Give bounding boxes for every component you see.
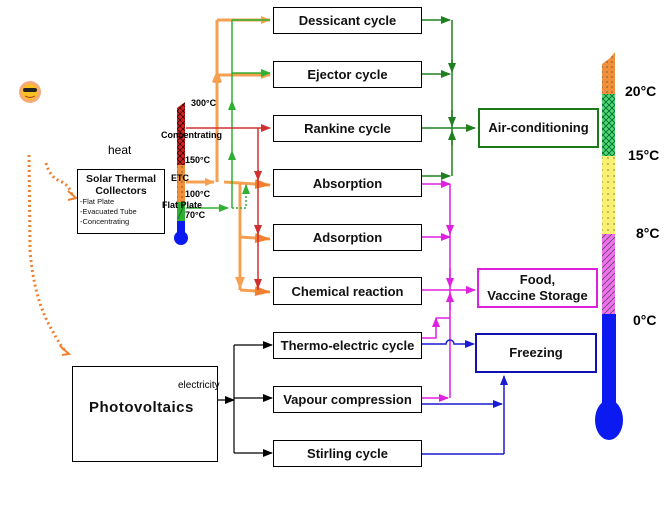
level-etc: ETC: [171, 173, 189, 183]
green-up-arrow-2: [228, 150, 236, 160]
cycle-rankine[interactable]: Rankine cycle: [273, 115, 422, 142]
app-air-conditioning[interactable]: Air-conditioning: [478, 108, 599, 148]
solar-thermal-title: Solar Thermal Collectors: [85, 173, 157, 197]
temp-15: 15°C: [628, 147, 660, 163]
heat-green-lines: [186, 19, 271, 212]
app-food-vaccine-storage[interactable]: Food, Vaccine Storage: [477, 268, 598, 308]
food-line2: Vaccine Storage: [487, 288, 588, 303]
cycle-dessicant[interactable]: Dessicant cycle: [273, 7, 422, 34]
cycle-stirling[interactable]: Stirling cycle: [273, 440, 422, 467]
pv-ray-arrow: [27, 154, 68, 353]
ac-green-lines: [422, 16, 476, 180]
orange-down-arrow: [235, 277, 245, 289]
temp-20: 20°C: [625, 83, 657, 99]
sun-icon: [19, 81, 41, 103]
cycle-ejector[interactable]: Ejector cycle: [273, 61, 422, 88]
heat-ray-arrow: [44, 162, 74, 197]
app-freezing[interactable]: Freezing: [475, 333, 597, 373]
food-line1: Food,: [519, 272, 556, 287]
level-flat-plate: Flat Plate: [162, 200, 203, 210]
heat-label: heat: [108, 143, 132, 157]
application-thermometer: [595, 52, 623, 440]
collector-type: -Concentrating: [80, 217, 130, 226]
cycle-adsorption[interactable]: Adsorption: [273, 224, 422, 251]
temp-8: 8°C: [636, 225, 660, 241]
rankine-red-lines: [186, 124, 271, 290]
photovoltaics-box[interactable]: Photovoltaics: [72, 366, 218, 462]
electricity-label: electricity: [178, 380, 220, 391]
cycle-chemical-reaction[interactable]: Chemical reaction: [273, 277, 422, 305]
collector-thermometer: [174, 102, 188, 245]
solar-thermal-collectors-box[interactable]: Solar Thermal Collectors -Flat Plate -Ev…: [77, 169, 165, 234]
temp-150: 150°C: [185, 155, 211, 165]
temp-300: 300°C: [191, 98, 217, 108]
photovoltaics-label: Photovoltaics: [89, 399, 194, 416]
pv-ray-arrowhead: [59, 345, 72, 356]
cycle-absorption[interactable]: Absorption: [273, 169, 422, 197]
green-up-arrow-1: [228, 100, 236, 110]
temp-0: 0°C: [633, 312, 657, 328]
heat-ray-arrowhead: [67, 190, 79, 201]
cycle-vapour-compression[interactable]: Vapour compression: [273, 386, 422, 413]
orange-up-arrow: [212, 70, 222, 82]
temp-70: 70°C: [185, 210, 206, 220]
level-concentrating: Concentrating: [161, 130, 223, 140]
collector-type: -Flat Plate: [80, 197, 115, 206]
collector-type: -Evacuated Tube: [80, 207, 137, 216]
temp-100: 100°C: [185, 189, 211, 199]
food-magenta-lines: [422, 180, 476, 402]
cycle-thermo-electric[interactable]: Thermo-electric cycle: [273, 332, 422, 359]
freezing-blue-lines: [422, 339, 508, 455]
